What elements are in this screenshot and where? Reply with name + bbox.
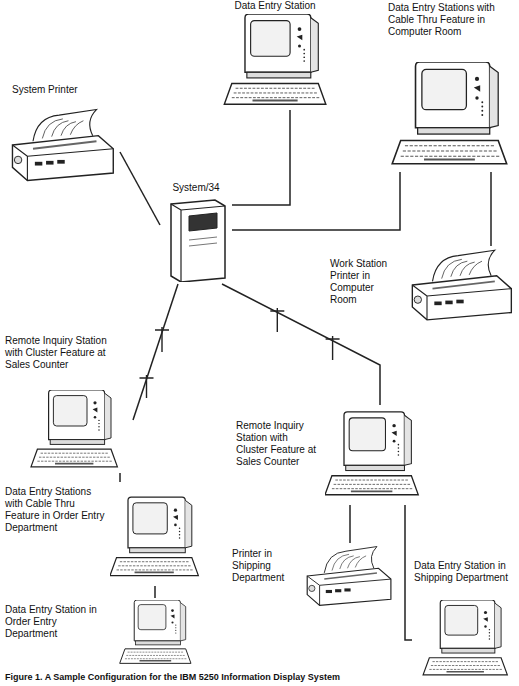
device-label: System Printer — [12, 84, 117, 96]
device-node: Data Entry Stations with Cable Thru Feat… — [3, 482, 203, 586]
device-label: Data Entry Stations with Cable Thru Feat… — [388, 2, 513, 38]
device-label: Data Entry Station — [215, 0, 335, 12]
cable-line — [491, 172, 492, 246]
cable-path — [490, 172, 492, 246]
device-label: Remote Inquiry Station with Cluster Feat… — [5, 335, 110, 371]
cable-path — [232, 110, 290, 205]
device-node: Remote Inquiry Station with Cluster Feat… — [234, 405, 422, 505]
device-label: Work Station Printer in Computer Room — [330, 258, 402, 306]
cable-line — [232, 172, 400, 230]
cable-path — [154, 586, 156, 598]
cable-line — [232, 110, 290, 205]
cable-path — [120, 152, 160, 225]
cable-path — [133, 284, 178, 420]
cable-line — [155, 586, 156, 598]
device-node: Printer in Shipping Department — [230, 543, 397, 609]
device-node: Data Entry Station in Shipping Departmen… — [412, 558, 517, 680]
cable-line — [120, 473, 121, 482]
cable-path — [232, 172, 400, 230]
figure-caption: Figure 1. A Sample Configuration for the… — [5, 672, 340, 683]
device-label: Data Entry Stations with Cable Thru Feat… — [5, 486, 108, 534]
cable-path — [405, 505, 412, 640]
device-label: Data Entry Station in Order Entry Depart… — [5, 604, 108, 640]
device-node: Remote Inquiry Station with Cluster Feat… — [3, 333, 133, 473]
cable-line — [120, 152, 160, 225]
device-label: Remote Inquiry Station with Cluster Feat… — [236, 420, 322, 468]
device-node: Data Entry Station in Order Entry Depart… — [3, 598, 205, 668]
cable-path — [349, 505, 351, 543]
cable-path — [119, 473, 121, 482]
device-label: Printer in Shipping Department — [232, 548, 298, 584]
cable-line — [350, 505, 351, 543]
cable-line — [405, 505, 412, 640]
cable-line — [133, 284, 178, 420]
device-node: Data Entry Station — [215, 0, 335, 110]
device-node: Work Station Printer in Computer Room — [328, 246, 517, 324]
device-node: Data Entry Stations with Cable Thru Feat… — [386, 0, 516, 172]
device-node: System Printer — [5, 82, 120, 190]
device-label: Data Entry Station in Shipping Departmen… — [414, 560, 517, 584]
device-label: System/34 — [160, 182, 232, 194]
device-node: System/34 — [160, 180, 232, 284]
